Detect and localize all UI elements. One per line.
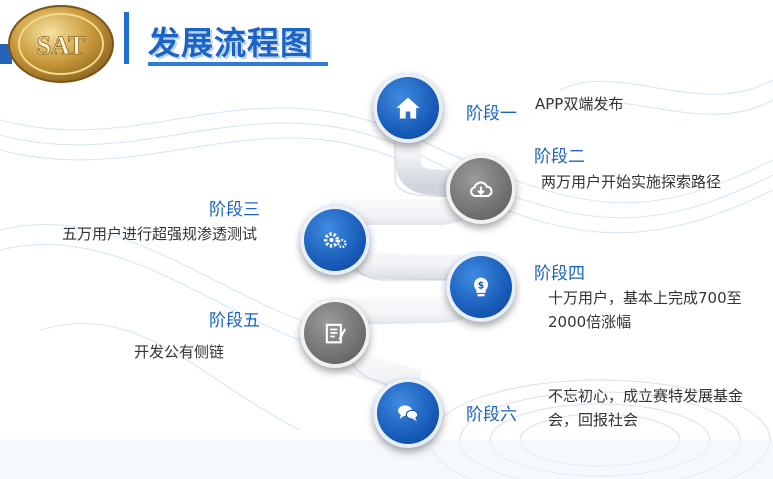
svg-text:$: $ — [478, 281, 485, 292]
stage-4-label: 阶段四 — [534, 264, 585, 284]
stage-2-node[interactable] — [446, 154, 516, 224]
stage-2-desc: 两万用户开始实施探索路径 — [541, 173, 722, 191]
stage-6-desc: 不忘初心，成立赛特发展基金会，回报社会 — [548, 387, 744, 429]
sat-medal-logo: SAT — [8, 5, 114, 83]
lightbulb-dollar-icon: $ — [473, 277, 489, 297]
title-divider — [124, 12, 129, 64]
gears-icon — [323, 232, 347, 249]
stage-6-node[interactable] — [373, 378, 443, 448]
stage-6-label: 阶段六 — [466, 405, 517, 425]
stage-4-node[interactable]: $ — [446, 252, 516, 322]
stage-5-label: 阶段五 — [209, 311, 260, 331]
stage-4-desc: 十万用户，基本上完成700至2000倍涨幅 — [548, 289, 742, 331]
stage-1-label: 阶段一 — [466, 104, 517, 124]
document-edit-icon — [325, 323, 347, 344]
stage-2-label: 阶段二 — [534, 147, 585, 167]
stage-3-desc: 五万用户进行超强规渗透测试 — [62, 225, 258, 243]
stage-1-desc: APP双端发布 — [535, 95, 624, 113]
cloud-download-icon — [470, 181, 493, 198]
stage-3-node[interactable] — [300, 205, 370, 275]
stage-5-node[interactable] — [300, 298, 370, 368]
title-underline — [148, 62, 328, 66]
stage-1-node[interactable] — [373, 73, 443, 143]
chat-bubbles-icon — [398, 405, 419, 422]
stage-3-label: 阶段三 — [209, 200, 260, 220]
home-icon — [396, 97, 420, 119]
stage-5-desc: 开发公有侧链 — [134, 343, 225, 361]
page-title: 发展流程图 — [148, 24, 314, 62]
medal-text: SAT — [37, 31, 86, 60]
